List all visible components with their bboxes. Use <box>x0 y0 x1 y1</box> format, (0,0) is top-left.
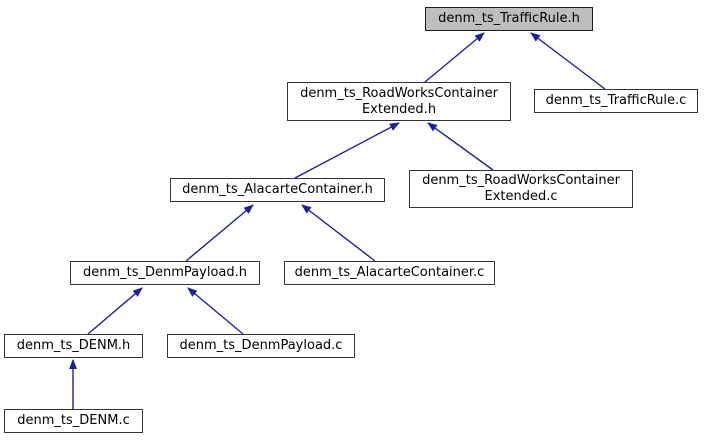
graph-node-label: denm_ts_TrafficRule.h <box>438 11 580 26</box>
graph-node-label: denm_ts_RoadWorksContainer <box>422 173 620 188</box>
graph-node-label: denm_ts_RoadWorksContainer <box>300 85 498 101</box>
graph-node-denmpayload-h[interactable]: denm_ts_DenmPayload.h <box>70 261 260 285</box>
graph-node-label: Extended.h <box>361 101 437 117</box>
graph-node-label: denm_ts_DenmPayload.c <box>179 338 343 353</box>
include-edge-denm-h-to-denmpayload-h <box>87 287 143 335</box>
graph-node-label: denm_ts_DENM.c <box>17 413 130 428</box>
graph-node-label: denm_ts_TrafficRule.c <box>545 93 687 108</box>
include-edge-roadworkscontainerextended-h-to-trafficrule-h <box>424 32 485 83</box>
include-edge-denmpayload-c-to-denmpayload-h <box>187 287 244 335</box>
graph-node-label: denm_ts_AlacarteContainer.h <box>182 182 373 197</box>
include-edge-roadworkscontainerextended-c-to-roadworkscontainerextended-h <box>427 122 494 171</box>
graph-node-denmpayload-c[interactable]: denm_ts_DenmPayload.c <box>167 334 355 358</box>
graph-node-label: denm_ts_DENM.h <box>16 338 131 353</box>
include-edge-denmpayload-h-to-alacartecontainer-h <box>185 204 254 262</box>
graph-node-alacartecontainer-c[interactable]: denm_ts_AlacarteContainer.c <box>284 261 495 285</box>
graph-node-denm-c[interactable]: denm_ts_DENM.c <box>4 409 143 433</box>
graph-node-label: denm_ts_AlacarteContainer.c <box>294 265 485 280</box>
graph-node-trafficrule-h: denm_ts_TrafficRule.h <box>425 7 593 31</box>
graph-node-denm-h[interactable]: denm_ts_DENM.h <box>4 334 143 358</box>
graph-node-label: denm_ts_DenmPayload.h <box>82 265 247 280</box>
graph-node-alacartecontainer-h[interactable]: denm_ts_AlacarteContainer.h <box>170 178 385 202</box>
include-edge-trafficrule-c-to-trafficrule-h <box>530 32 606 90</box>
graph-node-trafficrule-c[interactable]: denm_ts_TrafficRule.c <box>534 89 698 113</box>
graph-node-label: Extended.c <box>484 189 558 204</box>
include-edge-alacartecontainer-h-to-roadworkscontainerextended-h <box>294 122 400 179</box>
include-edge-alacartecontainer-c-to-alacartecontainer-h <box>301 204 376 262</box>
